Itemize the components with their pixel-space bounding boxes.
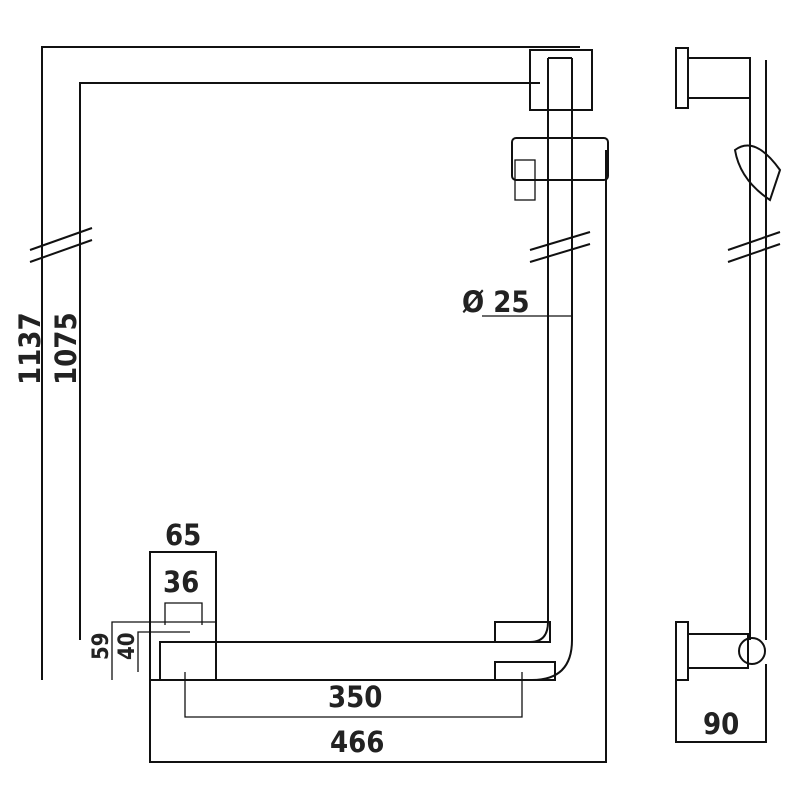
shower-holder [511,137,609,181]
break-mark [529,231,591,251]
label-1075: 1075 [49,312,83,385]
holder-clip [514,159,536,201]
label-65: 65 [165,518,201,552]
label-1137: 1137 [13,312,47,385]
label-350: 350 [328,680,382,714]
wall-plate-bottom [675,621,689,681]
lower-bracket-right [494,621,551,643]
dim-90 [675,664,767,743]
side-holder [733,144,782,202]
horizontal-bar [159,621,549,680]
bar-section [738,637,766,665]
top-bracket [529,49,593,111]
lower-bracket-right-base [494,661,556,681]
side-view [675,47,782,743]
break-mark [727,231,781,251]
dim-466 [149,150,607,763]
top-arm [687,57,751,99]
dim-40 [137,631,190,672]
lower-bracket-left [149,551,217,681]
side-rail [749,60,767,640]
break-mark [529,243,591,263]
label-466: 466 [330,725,384,759]
break-mark [29,239,93,263]
bottom-arm [687,633,749,669]
wall-plate-top [675,47,689,109]
dim-350 [184,672,523,718]
dim-36 [164,602,203,625]
front-view [29,46,609,763]
label-40: 40 [115,632,140,660]
label-diameter: Ø 25 [462,285,530,319]
label-36: 36 [163,565,199,599]
vertical-rail [160,58,573,681]
label-90: 90 [703,707,739,741]
break-mark [727,243,781,263]
dimension-line-1137 [41,46,580,680]
dimension-line-1075 [79,82,540,640]
break-mark [29,227,93,251]
dim-59 [111,621,216,680]
label-59: 59 [89,632,114,660]
